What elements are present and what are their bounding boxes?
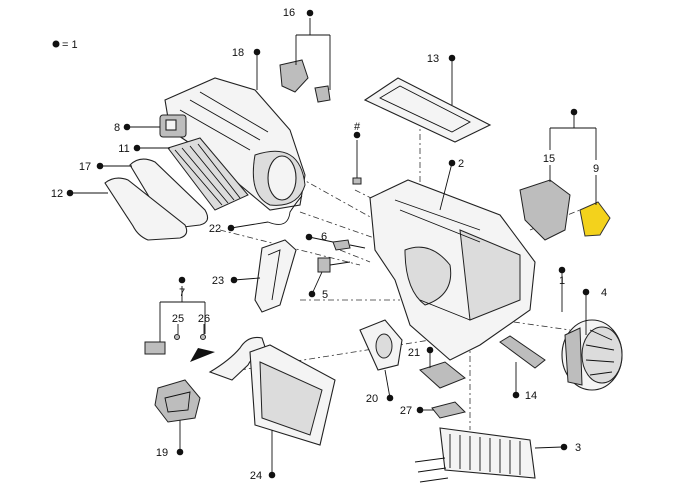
legend-text: = 1	[62, 39, 78, 51]
part-19-grommet	[154, 379, 201, 423]
part-hash-screw	[352, 150, 362, 185]
part-18-intake-housing	[164, 77, 306, 211]
callout-9: 9	[593, 163, 599, 175]
callout-17: 17	[79, 161, 91, 173]
callout-labels: 16 18 13 8 11 17 12 2 # 15 9 22 6 5 23 7…	[51, 7, 607, 482]
legend: = 1	[52, 39, 78, 51]
legend-dot	[52, 40, 60, 48]
callout-leaders	[70, 18, 597, 475]
callout-27: 27	[400, 405, 412, 417]
callout-22: 22	[209, 223, 221, 235]
callout-23: 23	[212, 275, 224, 287]
part-24-heater-core	[249, 344, 336, 446]
callout-4: 4	[601, 287, 607, 299]
part-15-bracket	[519, 179, 571, 241]
part-8-actuator	[159, 114, 187, 138]
part-22-wire	[267, 195, 303, 225]
part-7-connector	[144, 334, 206, 355]
callout-15: 15	[543, 153, 555, 165]
part-3-evaporator	[414, 427, 536, 483]
callout-7: 7	[179, 287, 185, 299]
callout-16: 16	[283, 7, 295, 19]
callout-26: 26	[198, 313, 210, 325]
callout-21: 21	[408, 347, 420, 359]
part-21-clip	[419, 361, 466, 389]
part-5-sensor	[317, 257, 351, 273]
part-2-main-housing	[369, 179, 536, 361]
callout-11: 11	[118, 143, 129, 155]
part-16-bracket	[279, 59, 331, 103]
callout-hash: #	[354, 121, 361, 133]
part-4-blower-motor	[561, 319, 623, 391]
callout-19: 19	[156, 447, 168, 459]
callout-20: 20	[366, 393, 378, 405]
part-14-seal	[499, 335, 546, 369]
callout-1: 1	[559, 275, 565, 287]
part-11-filter	[167, 137, 249, 211]
part-13-cover	[363, 77, 492, 143]
callout-8: 8	[114, 122, 120, 134]
part-20-duct	[359, 319, 403, 371]
part-12-frame	[104, 177, 188, 241]
part-23-panel	[254, 239, 297, 313]
callout-18: 18	[232, 47, 244, 59]
callout-dots	[66, 9, 590, 479]
callout-14: 14	[525, 390, 537, 402]
callout-13: 13	[427, 53, 439, 65]
callout-25: 25	[172, 313, 184, 325]
part-6-sensor	[332, 239, 366, 251]
callout-24: 24	[250, 470, 262, 482]
part-9-highlighted	[579, 201, 611, 237]
callout-6: 6	[321, 231, 327, 243]
callout-12: 12	[51, 188, 63, 200]
callout-3: 3	[575, 442, 581, 454]
callout-5: 5	[322, 289, 328, 301]
callout-2: 2	[458, 158, 464, 170]
part-27-clip	[431, 401, 466, 419]
